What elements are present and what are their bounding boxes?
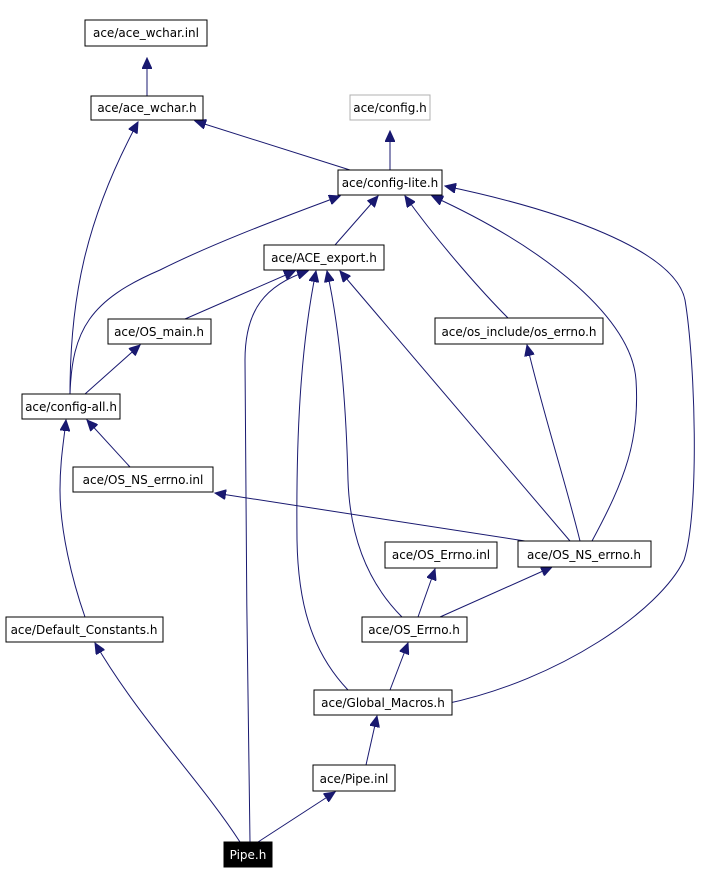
node-label: ace/OS_main.h xyxy=(114,325,204,339)
node-default-constants-h[interactable]: ace/Default_Constants.h xyxy=(5,616,164,643)
edge-config-lite-to-ace-wchar-h xyxy=(195,121,351,171)
edge-os-main-to-ace-export xyxy=(184,271,295,320)
edge-pipe-inl-to-global-macros xyxy=(365,716,377,766)
edge-os-errno-to-ace-export xyxy=(327,271,403,618)
node-label: ace/ace_wchar.inl xyxy=(93,26,199,40)
node-global-macros-h[interactable]: ace/Global_Macros.h xyxy=(313,689,453,716)
edge-os-ns-errno-h-to-os-ns-errno-inl xyxy=(215,493,526,542)
edge-pipe-h-to-ace-export xyxy=(244,271,308,843)
edge-config-all-to-os-main xyxy=(84,345,140,395)
node-label: ace/OS_NS_errno.h xyxy=(527,548,641,562)
node-label: ace/config-lite.h xyxy=(342,176,439,190)
node-label: ace/os_include/os_errno.h xyxy=(441,325,596,339)
edge-os-ns-errno-inl-to-config-all xyxy=(87,420,131,468)
node-label: ace/OS_NS_errno.inl xyxy=(83,473,204,487)
node-label: ace/config.h xyxy=(353,101,427,115)
node-label: ace/ace_wchar.h xyxy=(97,101,196,115)
edge-config-all-to-ace-wchar-h xyxy=(69,122,138,395)
node-label: ace/Default_Constants.h xyxy=(11,623,158,637)
edge-global-macros-to-os-errno xyxy=(389,643,408,691)
node-config-all-h[interactable]: ace/config-all.h xyxy=(21,393,121,420)
edge-ace-export-to-config-lite xyxy=(334,196,378,246)
node-pipe-h-root[interactable]: Pipe.h xyxy=(223,841,273,868)
node-config-lite-h[interactable]: ace/config-lite.h xyxy=(337,169,443,196)
edge-pipe-h-to-default-constants xyxy=(95,643,241,843)
node-label: ace/ACE_export.h xyxy=(271,251,377,265)
node-os-main-h[interactable]: ace/OS_main.h xyxy=(107,318,212,345)
edge-default-constants-to-config-all xyxy=(59,420,86,618)
node-pipe-inl[interactable]: ace/Pipe.inl xyxy=(312,764,396,792)
node-label: ace/OS_Errno.h xyxy=(368,623,460,637)
edge-os-ns-errno-h-to-os-errno-h xyxy=(527,345,581,542)
edge-os-ns-errno-h-to-ace-export xyxy=(340,271,571,542)
node-os-ns-errno-inl[interactable]: ace/OS_NS_errno.inl xyxy=(72,466,214,493)
edge-global-macros-to-ace-export xyxy=(296,271,349,691)
node-ace-wchar-h[interactable]: ace/ace_wchar.h xyxy=(90,95,204,121)
node-os-ns-errno-h[interactable]: ace/OS_NS_errno.h xyxy=(517,540,652,568)
node-label: Pipe.h xyxy=(230,848,267,862)
node-label: ace/Global_Macros.h xyxy=(321,696,445,710)
node-label: ace/config-all.h xyxy=(25,400,117,414)
edge-os-errno-to-os-ns-errno-h xyxy=(439,567,552,618)
node-label: ace/OS_Errno.inl xyxy=(392,548,490,562)
edge-os-errno-h-to-config-lite xyxy=(405,196,509,319)
edge-pipe-h-to-pipe-inl xyxy=(257,792,335,843)
node-config-h[interactable]: ace/config.h xyxy=(349,94,431,121)
edge-os-errno-to-os-errno-inl xyxy=(417,569,435,618)
node-ace-export-h[interactable]: ace/ACE_export.h xyxy=(263,244,385,271)
node-ace-wchar-inl[interactable]: ace/ace_wchar.inl xyxy=(84,19,208,47)
edges xyxy=(59,58,695,843)
edge-global-macros-to-config-lite xyxy=(445,186,695,705)
node-label: ace/Pipe.inl xyxy=(320,772,389,786)
edge-config-all-to-config-lite xyxy=(69,196,340,395)
edge-os-ns-errno-h-to-config-lite xyxy=(432,196,638,542)
node-os-errno-h[interactable]: ace/OS_Errno.h xyxy=(361,616,468,643)
node-os-errno-inl[interactable]: ace/OS_Errno.inl xyxy=(384,541,498,569)
node-os-include-os-errno-h[interactable]: ace/os_include/os_errno.h xyxy=(434,317,604,345)
